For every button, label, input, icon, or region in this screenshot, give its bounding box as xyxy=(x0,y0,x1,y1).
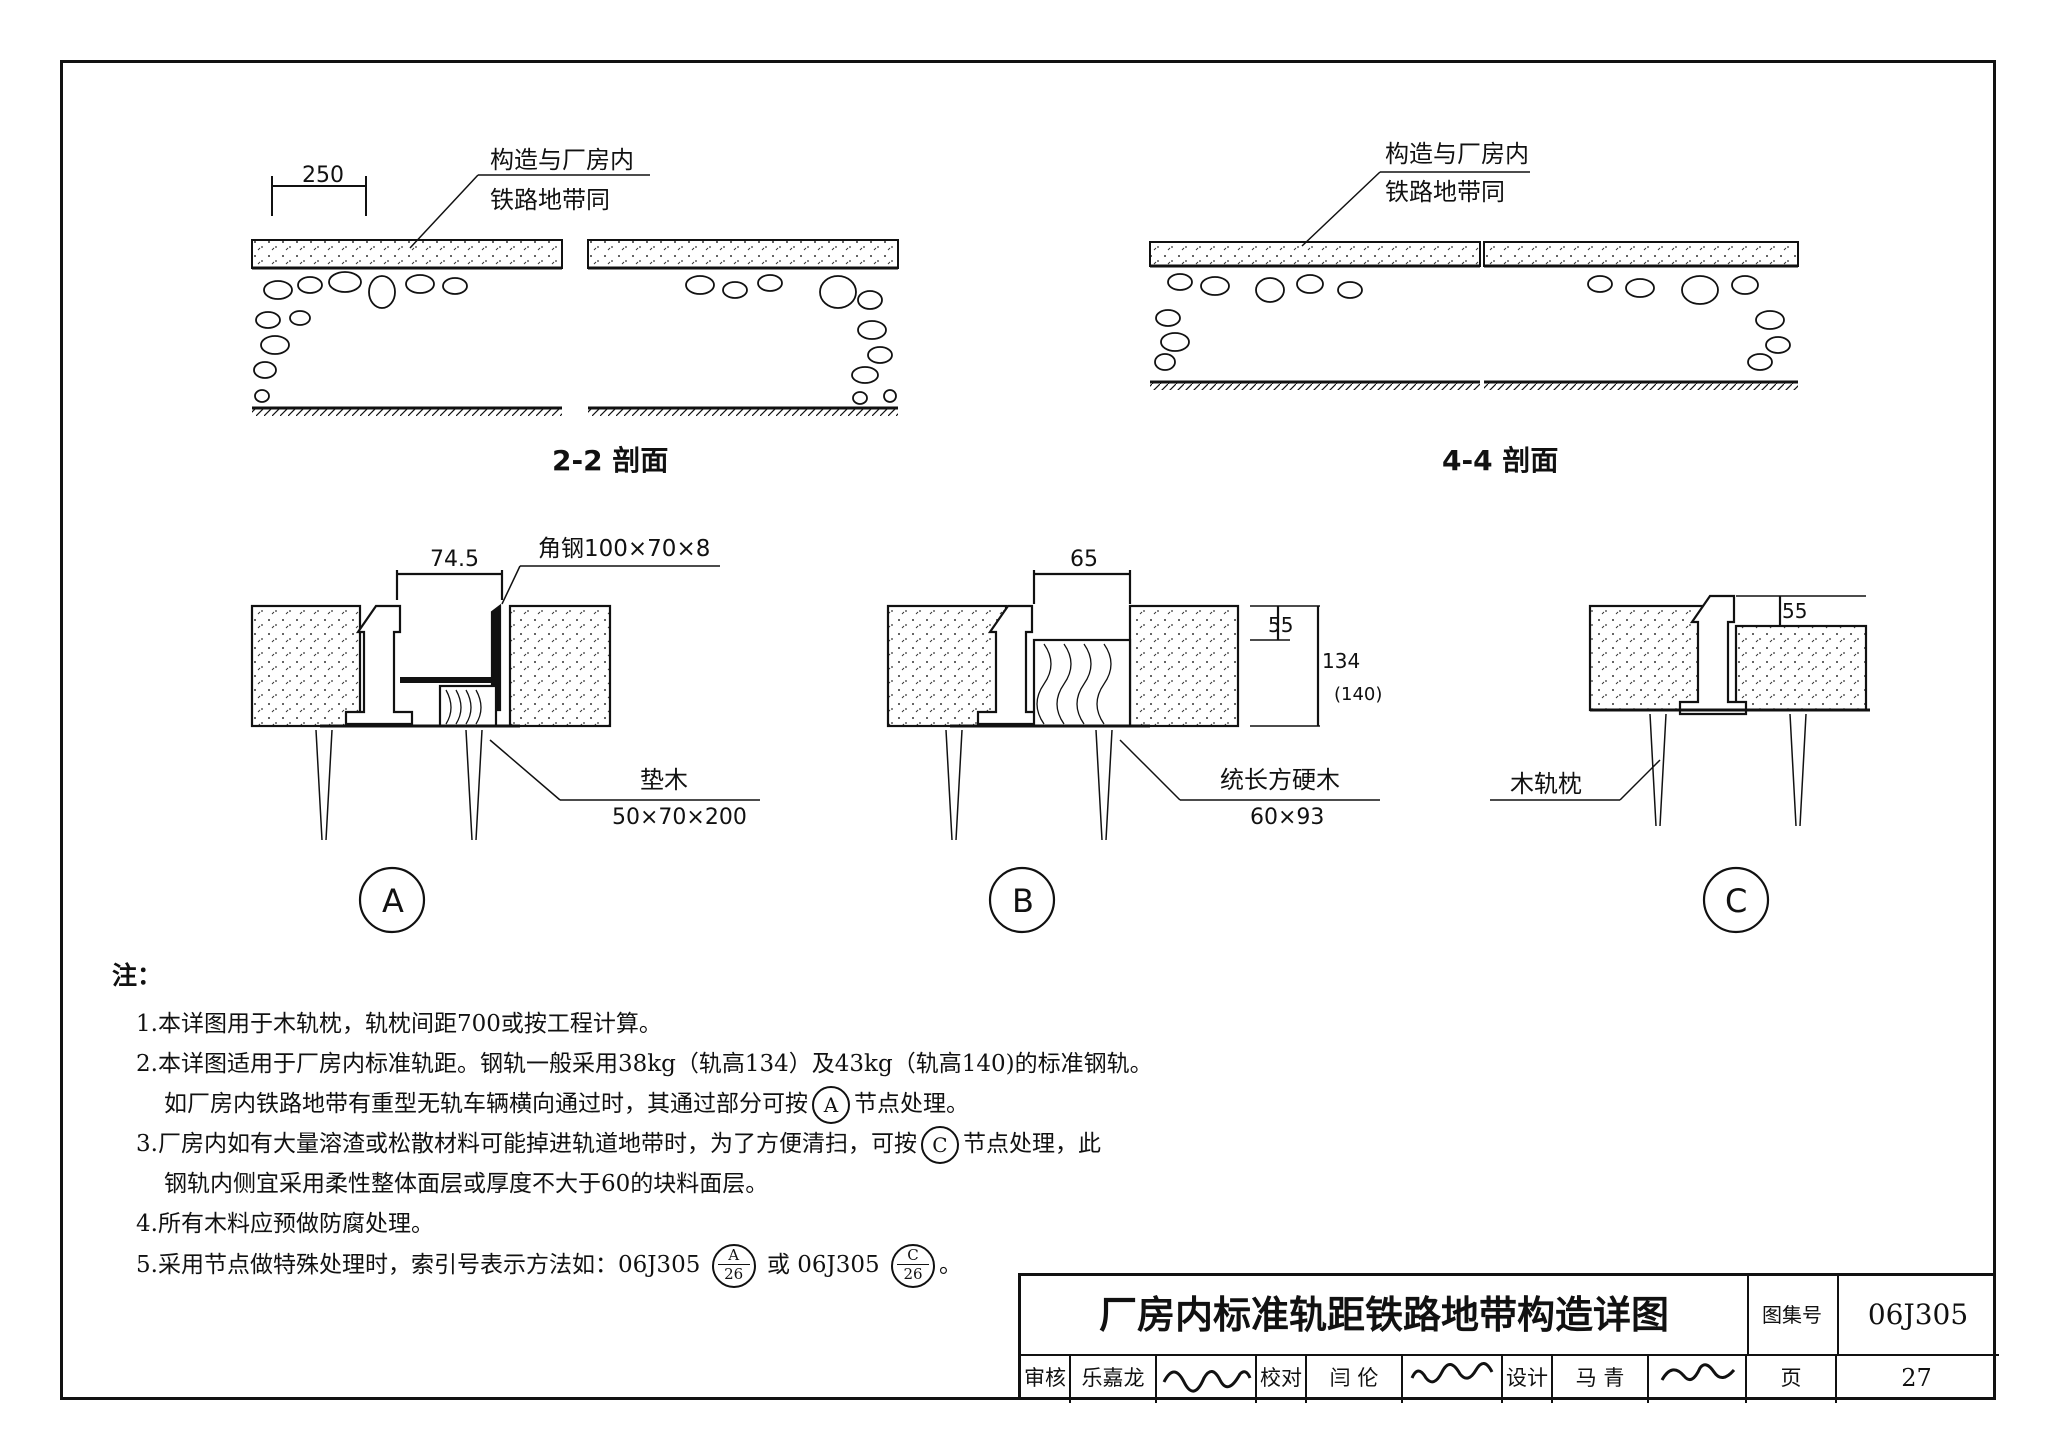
dim-250: 250 xyxy=(302,163,344,188)
node-b-label: B xyxy=(1012,882,1034,920)
note-5-end: 。 xyxy=(938,1252,962,1278)
index-a-top: A xyxy=(728,1246,740,1264)
drawing-frame xyxy=(60,60,1996,1400)
note-1: 1.本详图用于木轨枕，轨枕间距700或按工程计算。 xyxy=(136,1011,662,1037)
pad-wood-size: 50×70×200 xyxy=(612,805,747,830)
note-5-pre: 5.采用节点做特殊处理时，索引号表示方法如：06J305 xyxy=(136,1252,701,1278)
node-b-detail xyxy=(886,570,1380,934)
callout-2-2-line2: 铁路地带同 xyxy=(490,186,610,214)
node-a-detail xyxy=(250,565,760,934)
callout-4-4-line2: 铁路地带同 xyxy=(1385,178,1505,206)
review-name: 乐嘉龙 xyxy=(1071,1354,1157,1403)
atlas-number-label: 图集号 xyxy=(1747,1276,1839,1356)
dim-134: 134 xyxy=(1322,649,1360,673)
note-3a-post: 节点处理，此 xyxy=(962,1131,1101,1157)
dim-74-5: 74.5 xyxy=(430,547,479,572)
pad-wood-label: 垫木 xyxy=(640,766,688,794)
design-signature-mark xyxy=(1660,1363,1736,1382)
hardwood-label: 统长方硬木 xyxy=(1220,766,1340,794)
index-a-bot: 26 xyxy=(717,1264,750,1283)
note-3a-pre: 3.厂房内如有大量溶渣或松散材料可能掉进轨道地带时，为了方便清扫，可按 xyxy=(136,1131,917,1157)
atlas-number-value: 06J305 xyxy=(1837,1276,1999,1356)
check-signature-mark xyxy=(1410,1362,1494,1384)
dim-140: (140) xyxy=(1334,684,1382,705)
review-signature-mark xyxy=(1162,1370,1252,1393)
page-number: 27 xyxy=(1901,1364,1932,1392)
dim-55-b: 55 xyxy=(1268,613,1293,637)
review-signature xyxy=(1157,1354,1257,1403)
callout-4-4-line1: 构造与厂房内 xyxy=(1385,140,1529,168)
notes-header: 注： xyxy=(112,961,163,990)
node-a-label: A xyxy=(382,882,404,920)
section-2-2 xyxy=(251,174,899,416)
note-3b: 钢轨内侧宜采用柔性整体面层或厚度不大于60的块料面层。 xyxy=(164,1171,769,1197)
notes-block: 注： 1.本详图用于木轨枕，轨枕间距700或按工程计算。 2.本详图适用于厂房内… xyxy=(112,956,1172,1288)
note-4: 4.所有木料应预做防腐处理。 xyxy=(136,1211,434,1237)
callout-2-2-line1: 构造与厂房内 xyxy=(490,146,634,174)
note-2a: 2.本详图适用于厂房内标准轨距。钢轨一般采用38kg（轨高134）及43kg（轨… xyxy=(136,1051,1153,1077)
design-name: 马 青 xyxy=(1553,1354,1649,1403)
dim-55-c: 55 xyxy=(1782,599,1807,623)
check-signature xyxy=(1403,1354,1503,1403)
design-label: 设计 xyxy=(1503,1354,1553,1403)
review-label: 审核 xyxy=(1021,1354,1071,1403)
dim-65: 65 xyxy=(1070,547,1098,572)
section-4-4 xyxy=(1149,171,1799,390)
check-label: 校对 xyxy=(1257,1354,1307,1403)
note-5-mid: 或 06J305 xyxy=(766,1252,880,1278)
ballast-stones-4-4 xyxy=(1154,273,1791,371)
hardwood-size: 60×93 xyxy=(1250,805,1324,830)
design-signature xyxy=(1649,1354,1747,1403)
index-c-bot: 26 xyxy=(896,1264,929,1283)
node-c-detail xyxy=(1490,594,1870,934)
title-block-signatures: 审核 乐嘉龙 校对 闫 伦 设计 马 青 页 27 xyxy=(1021,1354,1999,1403)
note-2b-pre: 如厂房内铁路地带有重型无轨车辆横向通过时，其通过部分可按 xyxy=(164,1091,808,1117)
node-c-label: C xyxy=(1725,882,1747,920)
drawing-title: 厂房内标准轨距铁路地带构造详图 xyxy=(1021,1276,1749,1356)
section-4-4-label: 4-4 剖面 xyxy=(1442,444,1558,477)
note-2b-post: 节点处理。 xyxy=(854,1091,969,1117)
ballast-stones xyxy=(253,271,897,405)
title-block: 厂房内标准轨距铁路地带构造详图 图集号 06J305 审核 乐嘉龙 校对 闫 伦… xyxy=(1018,1273,1999,1403)
angle-steel-label: 角钢100×70×8 xyxy=(538,536,710,562)
note-3a-node: C xyxy=(920,1126,959,1164)
check-name: 闫 伦 xyxy=(1307,1354,1403,1403)
index-c-top: C xyxy=(907,1246,919,1264)
note-2b-node: A xyxy=(812,1086,850,1124)
page-label: 页 xyxy=(1747,1354,1837,1403)
section-2-2-label: 2-2 剖面 xyxy=(552,444,668,477)
sleeper-label: 木轨枕 xyxy=(1510,770,1582,798)
